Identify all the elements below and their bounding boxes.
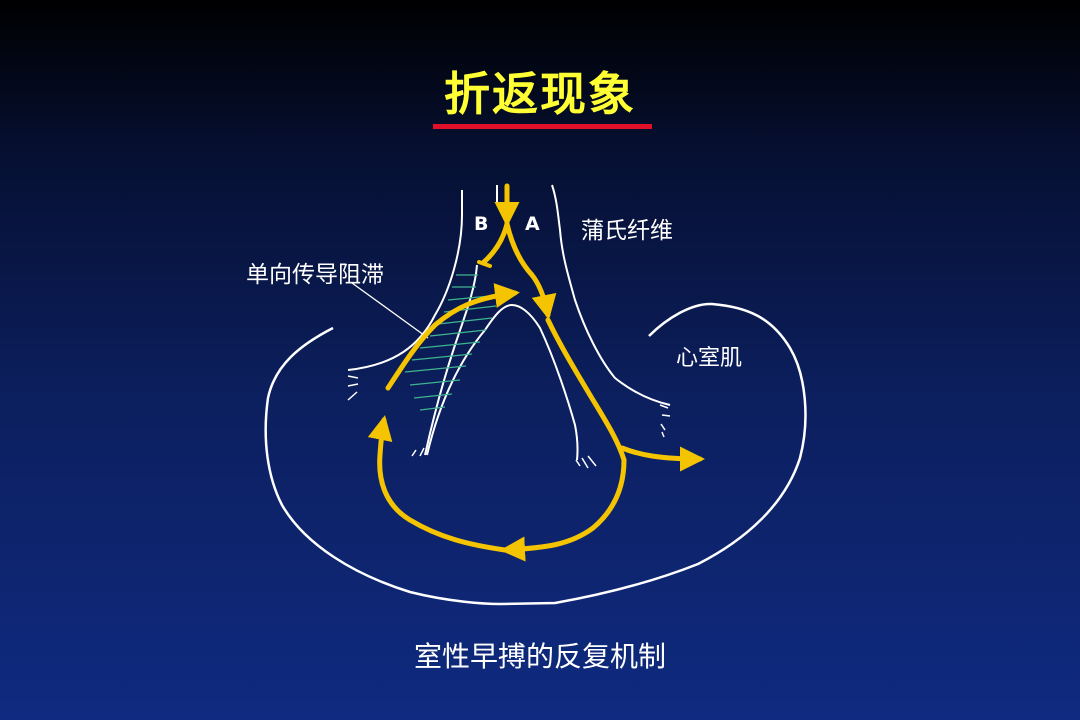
block-bar	[477, 260, 492, 268]
title-underline	[433, 124, 652, 129]
branch-a-path	[504, 221, 557, 320]
fiber-right-outline	[551, 184, 671, 406]
retrograde-through-block-path	[385, 283, 520, 391]
branch-a-to-myocardium-path	[545, 317, 627, 463]
unidirectional-block-hatch	[404, 274, 497, 411]
block-label-leader	[351, 282, 429, 339]
fiber-left-outline	[347, 190, 463, 371]
fiber-end-ticks	[347, 375, 671, 469]
slide-caption: 室性早搏的反复机制	[413, 640, 666, 673]
ventricle-outer-outline	[264, 302, 807, 606]
branch-b-inner-outline	[424, 264, 478, 456]
branch-b-label: B	[474, 213, 489, 235]
branch-junction-outline	[426, 303, 579, 461]
ventricular-muscle-label: 心室肌	[676, 346, 743, 371]
loop-bottom-path	[500, 457, 627, 562]
slide-title: 折返现象	[444, 67, 636, 121]
exit-to-myocardium-arrow	[619, 445, 705, 472]
branch-a-label: A	[525, 213, 540, 235]
unidirectional-block-label: 单向传导阻滞	[246, 262, 384, 288]
purkinje-fiber-label: 蒲氏纤维	[581, 218, 673, 244]
loop-left-return-path	[367, 415, 508, 553]
